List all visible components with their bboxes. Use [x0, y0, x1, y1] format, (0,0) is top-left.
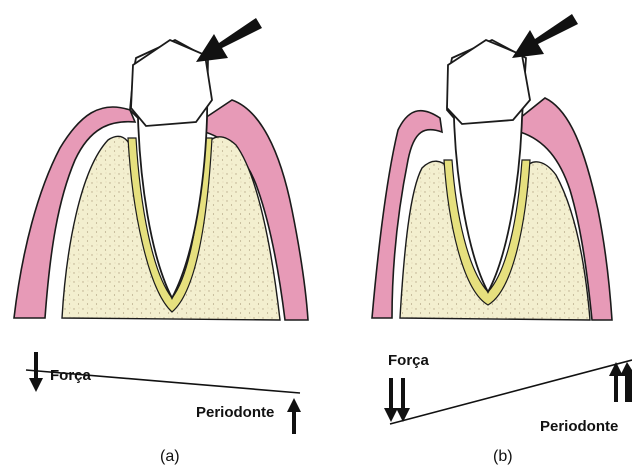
graph-line-b: [390, 360, 632, 424]
periodontium-up-arrow-icon: [609, 362, 623, 402]
crown-a: [131, 40, 212, 126]
periodontium-up-arrow-icon: [287, 398, 301, 434]
force-down-arrow-icon: [384, 378, 398, 422]
caption-a: (a): [160, 448, 180, 466]
force-down-arrow-icon: [396, 378, 410, 422]
force-arrow-icon: [196, 18, 262, 62]
force-label-a: Força: [50, 367, 91, 384]
periodontium-up-arrow-icon: [620, 362, 632, 402]
force-arrow-icon: [512, 14, 578, 58]
caption-b: (b): [493, 448, 513, 466]
periodontium-label-b: Periodonte: [540, 418, 618, 435]
periodontium-label-a: Periodonte: [196, 404, 274, 421]
force-label-b: Força: [388, 352, 429, 369]
